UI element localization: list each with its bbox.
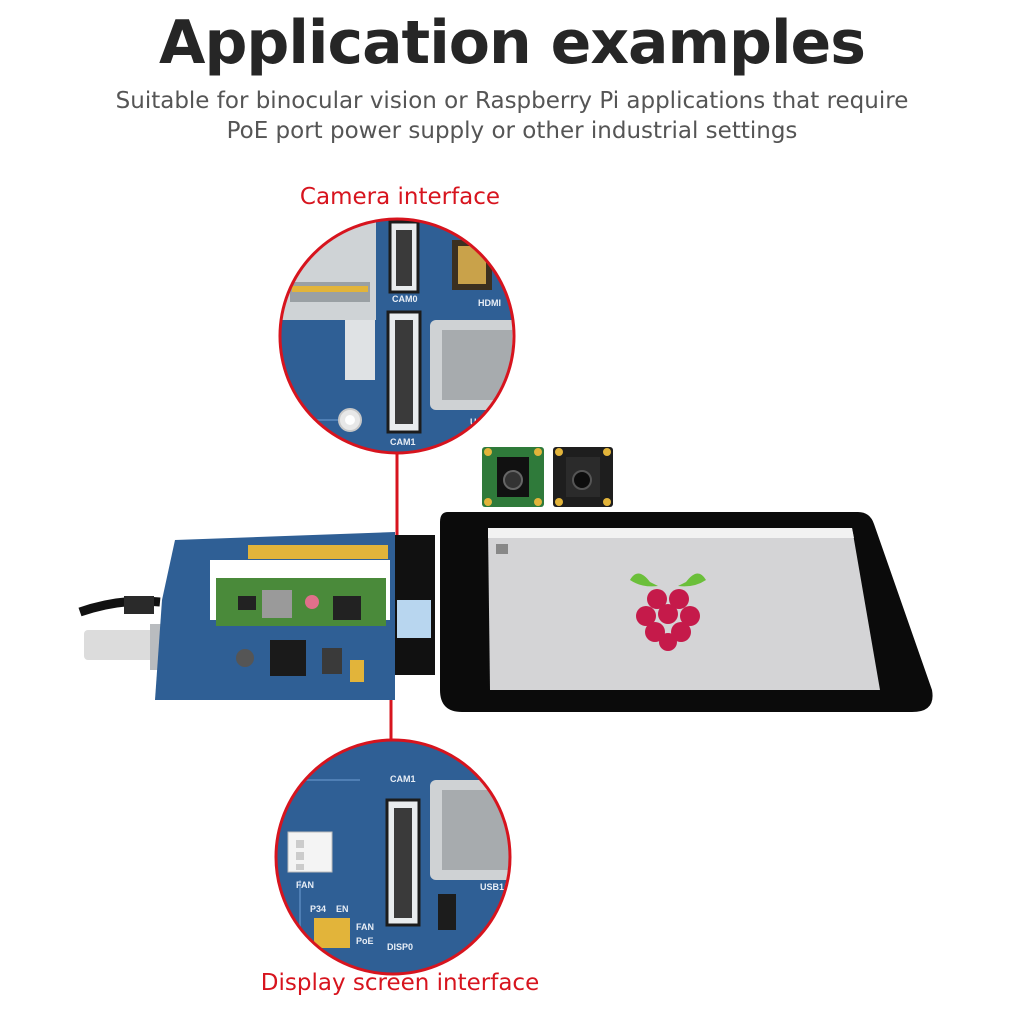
raspberry-pi-logo	[630, 573, 706, 651]
subtitle-line-1: Suitable for binocular vision or Raspber…	[115, 88, 909, 114]
p34-board-label: P34	[310, 904, 326, 914]
en-board-label: EN	[336, 904, 349, 914]
poe-jumper-label: PoE	[356, 936, 374, 946]
subtitle-line-2: PoE port power supply or other industria…	[226, 118, 798, 144]
fan-board-label: FAN	[296, 880, 314, 890]
camera-module-black	[553, 447, 613, 507]
touch-display	[440, 512, 933, 712]
carrier-board	[78, 532, 435, 700]
fan-jumper-label: FAN	[356, 922, 374, 932]
camera-zoom-ring	[278, 217, 516, 455]
display-zoom-view: CAM1 DISP0 USB1/2 FAN P34 EN FAN PoE	[276, 740, 512, 974]
usb12-board-label: USB1/2	[480, 882, 512, 892]
camera-interface-label: Camera interface	[299, 184, 501, 210]
disp0-board-label: DISP0	[387, 942, 413, 952]
hdmi-board-label: HDMI	[478, 298, 501, 308]
display-zoom-ring	[274, 738, 512, 976]
cam1-board-label-bottom: CAM1	[390, 774, 416, 784]
camera-module-green	[482, 447, 544, 507]
cam0-board-label: CAM0	[392, 294, 418, 304]
page-title: Application examples	[159, 8, 866, 78]
camera-zoom-view: CAM0 CAM1 HDMI US	[280, 219, 514, 453]
cam1-board-label: CAM1	[390, 437, 416, 447]
page-subtitle: Suitable for binocular vision or Raspber…	[0, 86, 1024, 146]
